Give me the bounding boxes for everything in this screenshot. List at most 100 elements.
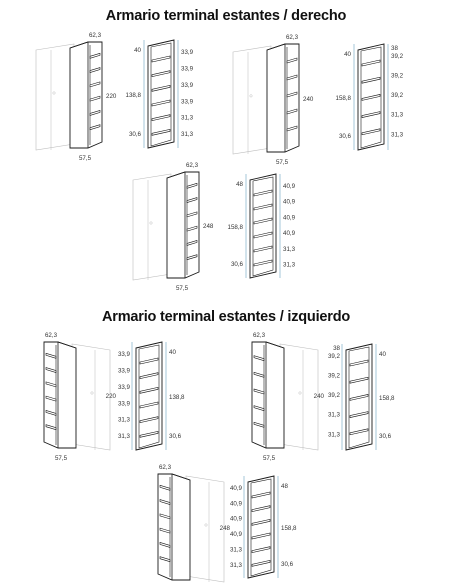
shelf-gap-label: 31,3 [328,431,341,438]
front-shelf [349,411,369,418]
ghost-wardrobe [232,45,272,155]
front-shelf [151,99,171,107]
front-inner-frame [348,346,370,449]
shelf [186,197,198,203]
shelf [253,355,265,362]
height-label: 240 [303,96,314,103]
shelf [159,556,171,563]
bottom-dimension-label: 30,6 [379,433,392,440]
width-label: 62,3 [186,162,199,169]
front-inner-frame [360,46,382,149]
bottom-dimension-label: 30,6 [129,131,142,138]
height-label: 220 [106,93,117,100]
bottom-dimension-label: 30,6 [169,433,182,440]
shelf-gap-label: 39,2 [391,53,404,60]
ghost-handle [149,221,153,225]
shelf [159,542,171,548]
shelf-gap-label: 31,3 [118,417,131,424]
shelf [253,388,265,395]
front-shelf [139,386,159,394]
shelf-gap-label: 31,3 [391,112,404,119]
front-frame [249,173,277,279]
front-shelf [251,518,271,526]
shelf [89,110,101,116]
shelf [186,225,198,232]
carcass-top-edge [166,171,186,179]
shelf [45,410,57,416]
front-shelf [361,111,381,118]
front-shelf [253,259,273,267]
top-dimension-label: 48 [236,181,243,188]
front-shelf [349,394,369,401]
shelf-gap-label: 40,9 [230,531,243,538]
front-shelf [361,59,381,67]
middle-dimension-label: 138,8 [169,394,185,401]
shelf [286,74,298,81]
shelf [45,424,57,431]
ghost-wardrobe [185,475,225,583]
top-dimension-label: 48 [281,483,288,490]
carcass-top-edge [266,43,286,51]
width-label: 62,3 [286,34,299,41]
shelf-gap-label: 39,2 [328,353,341,360]
front-frame [247,475,275,579]
bottom-dimension-label: 30,6 [281,561,294,568]
shelf-gap-label: 33,9 [118,351,131,358]
carcass-outline [157,473,191,581]
top-dimension-label: 40 [169,349,176,356]
shelf [253,371,265,378]
shelf-gap-label: 40,9 [283,183,296,190]
shelf-gap-label: 40,9 [230,516,243,523]
front-shelf [151,55,171,63]
front-shelf [361,94,381,101]
front-shelf [349,359,369,367]
middle-dimension-label: 158,8 [281,525,297,532]
front-shelf [251,559,271,567]
shelf [45,352,57,359]
carcass-top-edge [57,341,77,349]
top-dimension-label: 40 [344,51,351,58]
shelf-gap-label: 33,9 [181,49,194,56]
front-shelf [251,491,271,499]
depth-label: 57,5 [263,455,276,462]
carcass-top-edge [69,41,89,49]
shelf-gap-label: 33,9 [181,98,194,105]
ghost-wardrobe [132,173,172,281]
front-shelf [361,128,381,136]
front-shelf [251,546,271,554]
shelf-gap-label: 31,3 [230,546,243,553]
shelf-gap-label: 39,2 [328,373,341,380]
shelf-gap-label: 33,9 [118,400,131,407]
width-label: 62,3 [159,464,172,471]
shelf-gap-label: 40,9 [283,230,296,237]
front-shelf [251,532,271,540]
shelf-gap-label: 33,9 [118,384,131,391]
ghost-handle [90,391,94,395]
shelf-gap-label: 31,3 [283,246,296,253]
front-shelf [139,357,159,365]
front-shelf [151,84,171,92]
front-shelf [139,416,159,424]
shelf-gap-label: 33,9 [181,65,194,72]
shelf [286,125,298,132]
top-right-label: 38 [391,45,398,52]
shelf [45,367,57,373]
front-shelf [139,430,159,438]
shelf-gap-label: 31,3 [328,412,341,419]
front-inner-frame [252,176,274,277]
shelf [89,95,101,102]
shelf [186,254,198,261]
section-title-right: Armario terminal estantes / derecho [105,8,347,24]
shelf-gap-label: 31,3 [230,562,243,569]
front-shelf [361,76,381,84]
shelf-gap-label: 33,9 [181,82,194,89]
shelf [186,240,198,246]
carcass-outline [69,41,103,149]
ghost-wardrobe [35,43,75,151]
shelf-gap-label: 31,3 [181,115,194,122]
ghost-handle [298,391,302,395]
shelf [45,395,57,402]
shelf-gap-label: 40,9 [230,500,243,507]
front-inner-frame [138,344,160,449]
